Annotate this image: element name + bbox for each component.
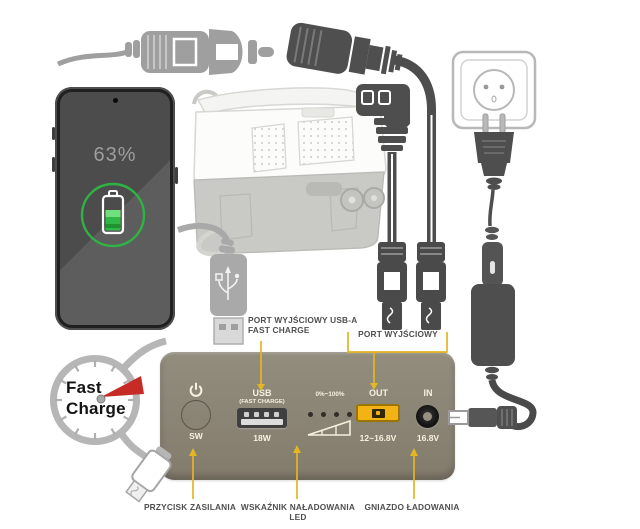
callout-dc-ports: PORT WYJŚCIOWY xyxy=(358,329,438,339)
callout-usb-port-line2: FAST CHARGE xyxy=(248,324,310,335)
charge-ramp-icon xyxy=(307,419,351,436)
usb-port-subtitle: (FAST CHARGE) xyxy=(239,399,285,405)
usb-a-connector-illustration xyxy=(176,222,247,345)
power-button-label: SW xyxy=(189,431,203,441)
in-jack[interactable] xyxy=(416,405,439,428)
cooler-illustration xyxy=(192,87,387,257)
fast-charge-line1: Fast xyxy=(66,378,102,397)
out-voltage-label: 12~16.8V xyxy=(359,433,397,443)
power-icon xyxy=(189,382,203,397)
battery-ring-graphic xyxy=(80,182,146,248)
fast-charge-badge-text: Fast Charge xyxy=(66,377,126,419)
euro-plug-illustration xyxy=(474,113,514,227)
usb-watt-label: 18W xyxy=(253,433,271,443)
gauge-usb-connector xyxy=(125,446,172,503)
phone-screen: 63% xyxy=(60,92,170,325)
dc-plug-left xyxy=(377,242,407,330)
powerbank-panel: SW USB (FAST CHARGE) 18W 0%~100% OUT 12~… xyxy=(160,352,455,480)
callout-arrowheads xyxy=(189,383,418,456)
car-plug-illustration xyxy=(56,29,274,75)
fast-charge-gauge xyxy=(50,337,172,503)
callout-led-line1: WSKAŹNIK NAŁADOWANIA xyxy=(240,502,356,512)
usb-port[interactable] xyxy=(237,408,287,428)
phone-volume-button xyxy=(52,127,55,140)
usb-port-title: USB xyxy=(252,388,272,398)
dc-plug-right xyxy=(416,242,446,330)
wall-outlet-illustration xyxy=(451,50,537,130)
phone-power-button xyxy=(175,167,178,184)
power-button[interactable] xyxy=(181,400,211,430)
two-pin-connector-illustration xyxy=(356,84,410,151)
phone-volume-button xyxy=(52,157,55,172)
callout-lines xyxy=(192,332,448,499)
callout-charging-socket: GNIAZDO ŁADOWANIA xyxy=(364,502,460,512)
in-port-title: IN xyxy=(423,388,433,398)
out-port-title: OUT xyxy=(369,388,388,398)
usb-trident-icon xyxy=(215,266,240,300)
in-voltage-label: 16.8V xyxy=(416,433,440,443)
dc-cable-right xyxy=(393,55,436,242)
speedometer-needle-icon xyxy=(101,376,144,397)
smartphone: 63% xyxy=(52,87,178,330)
callout-power-button: PRZYCISK ZASILANIA xyxy=(143,502,237,512)
gauge-ticks xyxy=(55,360,135,440)
phone-camera-dot xyxy=(113,98,118,103)
out-port[interactable] xyxy=(356,404,400,422)
callout-led-line2: LED xyxy=(289,511,307,522)
battery-percent-text: 63% xyxy=(93,144,137,166)
callout-led-indicator: WSKAŹNIK NAŁADOWANIA LED xyxy=(223,502,373,523)
led-dots xyxy=(308,412,352,417)
fast-charge-line2: Charge xyxy=(66,399,126,418)
ac-adapter-illustration xyxy=(471,226,537,431)
dc-callout-bracket xyxy=(347,332,448,353)
led-range-label: 0%~100% xyxy=(315,391,345,398)
callout-usb-port-line1: PORT WYJŚCIOWY USB-A xyxy=(248,315,358,325)
dc-barrel-connector xyxy=(448,406,517,429)
callout-usb-port: PORT WYJŚCIOWY USB-A FAST CHARGE xyxy=(248,315,358,336)
battery-ring xyxy=(80,182,146,248)
battery-icon xyxy=(101,190,125,235)
